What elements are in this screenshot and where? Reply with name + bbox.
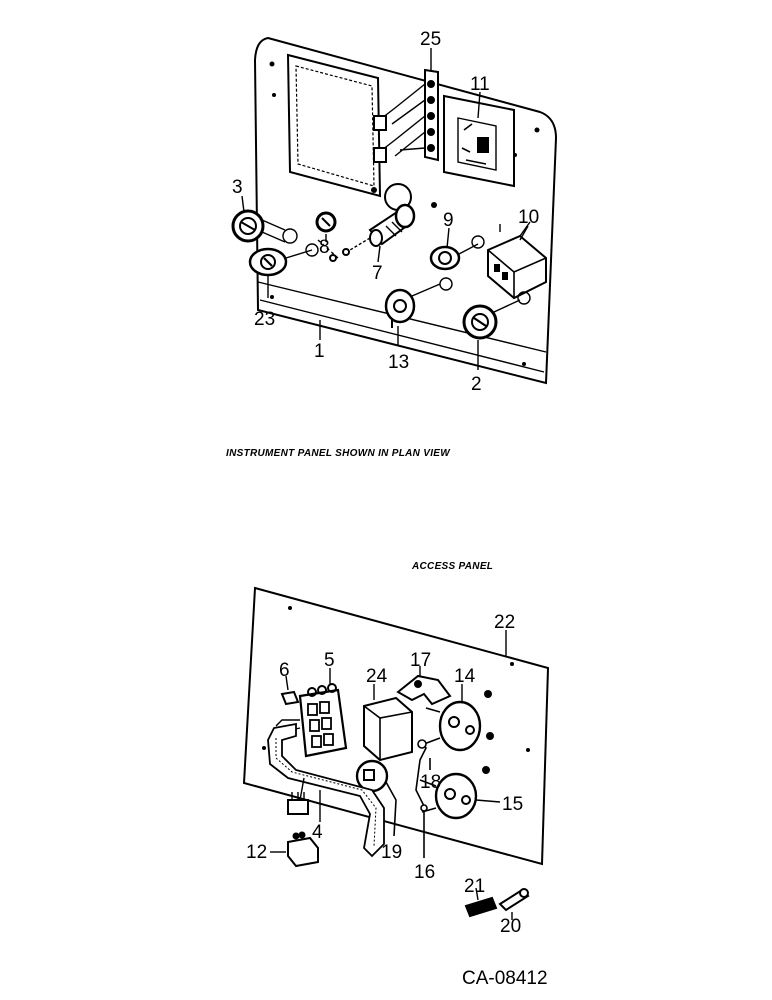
callout-14: 14 xyxy=(454,666,476,687)
fuse-holder-21-20 xyxy=(464,887,530,920)
callout-19: 19 xyxy=(381,842,402,863)
relay-10 xyxy=(487,221,547,300)
callout-1: 1 xyxy=(314,341,325,362)
callout-4: 4 xyxy=(312,822,323,843)
gauge-13 xyxy=(384,277,453,328)
switch-7 xyxy=(342,203,416,256)
callout-11: 11 xyxy=(470,74,490,95)
callout-23: 23 xyxy=(254,309,275,330)
box-24 xyxy=(363,684,413,762)
bracket-17 xyxy=(396,666,452,706)
callout-5: 5 xyxy=(324,650,335,671)
access-panel-outline xyxy=(242,586,550,866)
device-19 xyxy=(355,759,397,837)
callout-9: 9 xyxy=(443,210,454,231)
callout-12: 12 xyxy=(246,842,267,863)
callout-22: 22 xyxy=(494,612,515,633)
top-leader-lines xyxy=(241,48,529,370)
callout-10: 10 xyxy=(518,207,539,228)
wiring-harness-4 xyxy=(267,722,385,858)
instrument-panel-caption: INSTRUMENT PANEL SHOWN IN PLAN VIEW xyxy=(226,448,451,459)
instrument-panel xyxy=(231,36,558,385)
top-callouts: 25 11 3 8 9 10 7 23 1 13 2 xyxy=(232,29,539,395)
callout-2: 2 xyxy=(471,374,482,395)
callout-6: 6 xyxy=(279,660,290,681)
indicator-lamp-8 xyxy=(315,211,339,262)
relay-12 xyxy=(270,831,319,868)
wire-18-16 xyxy=(415,739,431,858)
callout-8: 8 xyxy=(319,237,330,258)
callout-21: 21 xyxy=(464,876,485,897)
panel-mount-holes xyxy=(269,61,540,366)
callout-25: 25 xyxy=(420,29,441,50)
callout-20: 20 xyxy=(500,916,521,937)
access-panel xyxy=(242,586,550,920)
callout-7: 7 xyxy=(372,263,383,284)
gauge-23 xyxy=(248,243,319,277)
callout-17: 17 xyxy=(410,650,431,671)
harness-connector xyxy=(287,792,309,815)
callout-3: 3 xyxy=(232,177,243,198)
access-panel-caption: ACCESS PANEL xyxy=(411,561,493,572)
label-plate xyxy=(443,94,515,188)
callout-16: 16 xyxy=(414,862,435,883)
callout-18: 18 xyxy=(420,772,441,793)
gauge-2 xyxy=(462,291,531,340)
bottom-callouts: 22 6 5 24 17 14 18 15 4 19 12 16 21 20 xyxy=(246,612,523,937)
callout-15: 15 xyxy=(502,794,523,815)
gauge-3 xyxy=(231,209,298,244)
gauge-9 xyxy=(429,235,485,271)
access-panel-holes xyxy=(262,606,530,752)
instrument-panel-outline xyxy=(253,36,558,385)
terminal-strip xyxy=(373,68,439,163)
callout-13: 13 xyxy=(388,352,409,373)
figure-code: CA-08412 xyxy=(462,968,548,989)
callout-24: 24 xyxy=(366,666,388,687)
fuse-block-5 xyxy=(275,668,348,758)
meter-window-cutout xyxy=(286,53,382,198)
connector-6 xyxy=(280,675,300,706)
